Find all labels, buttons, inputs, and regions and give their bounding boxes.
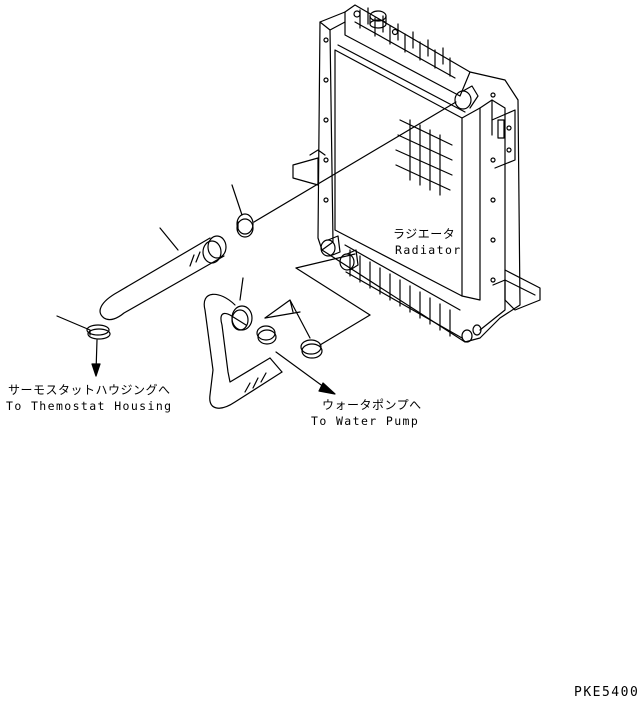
- radiator-label-jp: ラジエータ: [393, 227, 456, 241]
- drawing-code: PKE5400: [574, 685, 640, 700]
- waterpump-label-en: To Water Pump: [311, 414, 420, 428]
- thermostat-hose-clamp: [87, 325, 109, 335]
- radiator-assembly: [293, 5, 540, 342]
- leader-lines: [296, 254, 370, 345]
- lower-hose-assembly: [204, 278, 322, 408]
- upper-hose: [100, 238, 224, 320]
- thermostat-label-jp: サーモスタットハウジングへ: [8, 383, 171, 397]
- waterpump-arrow-line: [276, 352, 328, 390]
- waterpump-label-jp: ウォータポンプへ: [322, 398, 422, 412]
- direction-arrows: [92, 340, 335, 394]
- upper-hose-assembly: [57, 102, 456, 339]
- upper-outlet: [455, 91, 471, 109]
- left-mount-bracket: [293, 158, 318, 185]
- right-mount-bracket: [505, 270, 540, 310]
- lower-hose: [204, 294, 282, 408]
- thermostat-arrow-icon: [92, 364, 100, 376]
- upper-hose-clamp: [237, 214, 253, 234]
- waterpump-arrow-icon: [319, 383, 335, 394]
- radiator-label-en: Radiator: [395, 243, 462, 257]
- thermostat-label-en: To Themostat Housing: [6, 399, 173, 413]
- radiator-frame: [318, 5, 520, 342]
